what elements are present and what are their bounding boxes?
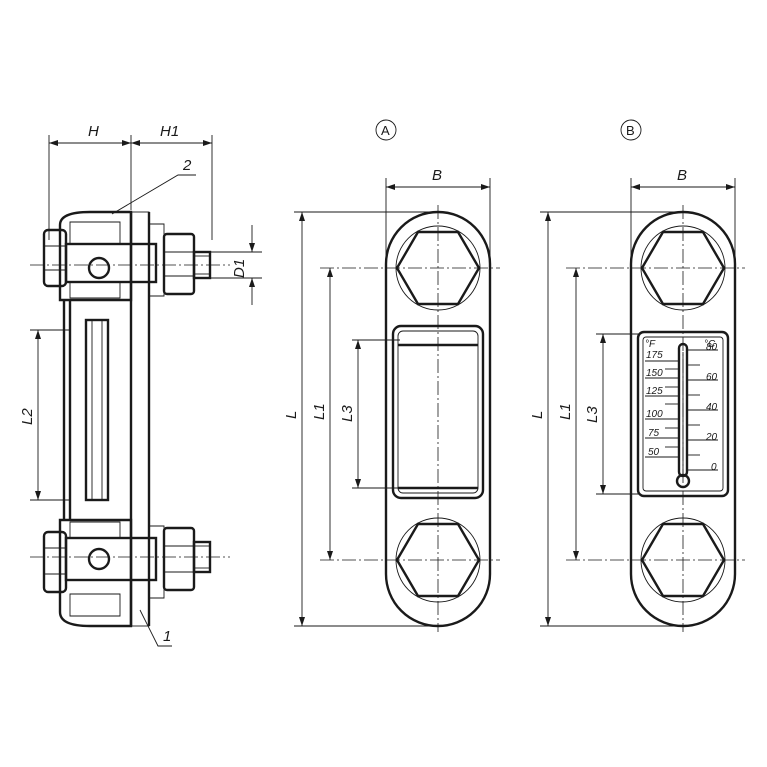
front-view-b: B B	[529, 119, 745, 632]
front-view-a: A B L L1 L3	[283, 119, 500, 632]
celsius-80: 80	[706, 342, 718, 353]
label-l-a: L	[283, 411, 300, 419]
celsius-20: 20	[705, 432, 718, 443]
celsius-ticks	[687, 349, 718, 471]
fahrenheit-ticks	[645, 360, 679, 458]
label-l1-b: L1	[557, 403, 574, 420]
housing-body	[63, 299, 132, 521]
top-fitting	[30, 210, 230, 302]
label-l3-b: L3	[584, 406, 601, 423]
dimension-h1: H1	[131, 123, 212, 146]
label-h1: H1	[160, 123, 179, 140]
celsius-0: 0	[711, 462, 717, 473]
leader-part-1: 1	[139, 609, 172, 647]
bottom-fitting	[30, 518, 230, 628]
label-b-a: B	[432, 167, 442, 184]
section-view: H H1 2	[19, 123, 262, 647]
dimension-l2: L2	[19, 329, 70, 501]
fahrenheit-50: 50	[648, 447, 660, 458]
fahrenheit-125: 125	[646, 386, 663, 397]
label-part-2: 2	[182, 157, 192, 174]
dimension-d1: D1	[210, 225, 262, 305]
variant-label-b: B	[626, 123, 635, 138]
label-l2: L2	[19, 408, 36, 425]
fahrenheit-75: 75	[648, 428, 660, 439]
label-b-b: B	[677, 167, 687, 184]
dimension-h: H	[48, 123, 213, 240]
celsius-40: 40	[706, 402, 718, 413]
leader-part-2: 2	[111, 157, 196, 215]
celsius-unit: °C	[704, 339, 716, 350]
label-l1-a: L1	[311, 403, 328, 420]
fahrenheit-175: 175	[646, 350, 663, 361]
celsius-60: 60	[706, 372, 718, 383]
label-d1: D1	[231, 259, 248, 278]
label-part-1: 1	[163, 628, 171, 645]
fahrenheit-150: 150	[646, 368, 663, 379]
fahrenheit-100: 100	[646, 409, 663, 420]
fahrenheit-unit: °F	[645, 339, 656, 350]
wall-plate	[130, 211, 150, 627]
label-l-b: L	[529, 411, 546, 419]
label-l3-a: L3	[339, 405, 356, 422]
variant-label-a: A	[381, 123, 390, 138]
label-h: H	[88, 123, 99, 140]
